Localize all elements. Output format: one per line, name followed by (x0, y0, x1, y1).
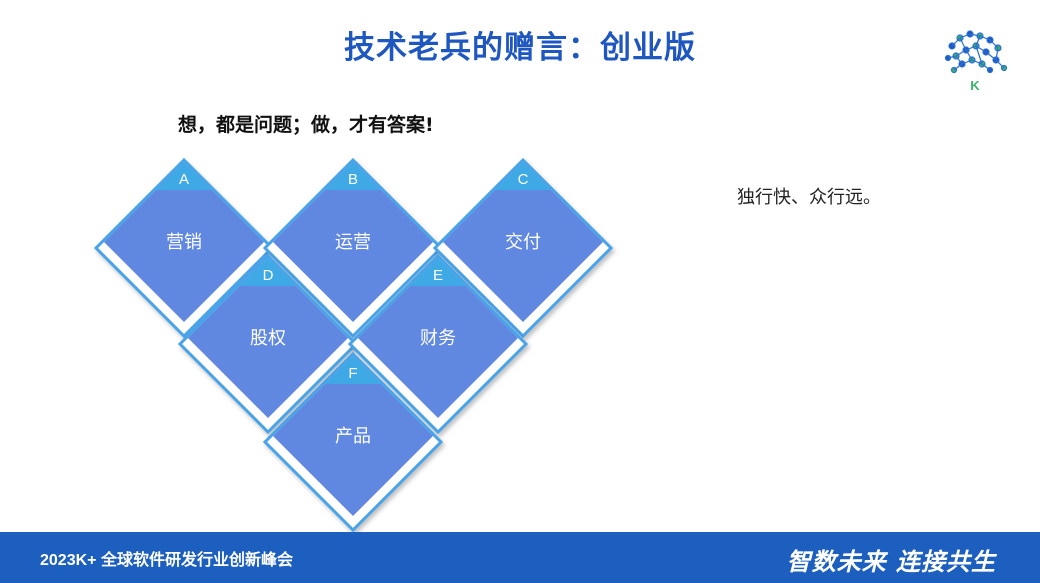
diamond-shape (358, 258, 518, 418)
diamond-shape (273, 162, 433, 322)
diamond-f: F 产品 (262, 351, 444, 532)
diamond-tag-label: F (348, 365, 357, 382)
diamond-label: 财务 (420, 328, 456, 349)
diamond-label: 交付 (505, 232, 541, 253)
diamond-tab (410, 258, 466, 286)
diamond-label: 运营 (335, 232, 371, 253)
diamond-shape (443, 162, 603, 322)
footer-slogan: 智数未来 连接共生 (786, 547, 996, 576)
diamond-label: 股权 (250, 328, 286, 349)
diamond-tab (240, 258, 296, 286)
diamond-tab (325, 162, 381, 190)
diamond-shape (273, 356, 433, 516)
diamond-tag-label: B (348, 171, 358, 188)
slide-subtitle: 想，都是问题；做，才有答案! (178, 114, 434, 136)
diamond-tab (495, 162, 551, 190)
diamond-e: E 财务 (347, 253, 529, 435)
diamond-tag-label: E (433, 267, 443, 284)
footer-event-name: 2023K+ 全球软件研发行业创新峰会 (40, 552, 293, 569)
slide-title: 技术老兵的赠言：创业版 (344, 30, 696, 66)
footer-bar: 2023K+ 全球软件研发行业创新峰会 智数未来 连接共生 (0, 532, 1040, 583)
diamond-d: D 股权 (177, 253, 359, 435)
diamond-tag-label: C (518, 171, 529, 188)
diamond-diagram: A 营销 B 运营 C 交付 D 股权 E 财务 F 产品 (93, 157, 614, 532)
diamond-shape (188, 258, 348, 418)
diamond-tab (156, 162, 212, 190)
diamond-a: A 营销 (93, 157, 275, 339)
diamond-label: 产品 (335, 426, 371, 447)
diamond-tag-label: A (179, 171, 189, 188)
diamond-c: C 交付 (432, 157, 614, 339)
diamond-shape (104, 162, 264, 322)
diamond-label: 营销 (166, 232, 202, 253)
brain-logo-icon: K (938, 24, 1012, 94)
diamond-tag-label: D (263, 267, 274, 284)
logo-letter: K (970, 78, 980, 93)
side-quote: 独行快、众行远。 (737, 187, 881, 208)
diamond-tab (325, 356, 381, 384)
diamond-b: B 运营 (262, 157, 444, 339)
